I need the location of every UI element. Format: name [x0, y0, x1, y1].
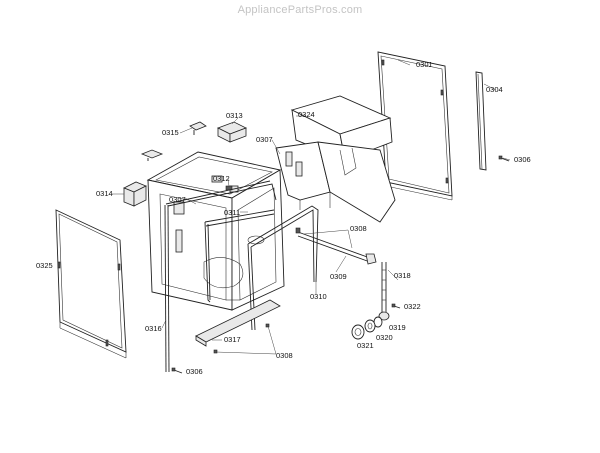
label-0307-left: 0307 [169, 195, 186, 204]
label-0301: 0301 [416, 60, 433, 69]
part-0322-screw [391, 303, 401, 309]
label-0308-top: 0308 [350, 224, 367, 233]
part-0321-washer [351, 324, 365, 340]
part-0314-latch [123, 181, 147, 207]
label-0320: 0320 [376, 333, 393, 342]
label-0308-bottom: 0308 [276, 351, 293, 360]
label-0312: 0312 [213, 174, 230, 183]
part-0313-bracket [217, 121, 247, 143]
part-0315-clip-2 [140, 149, 164, 161]
part-0318-hose [378, 262, 390, 321]
label-0318: 0318 [394, 271, 411, 280]
label-0310: 0310 [310, 292, 327, 301]
label-0313: 0313 [226, 111, 243, 120]
part-0325-side-panel [55, 209, 127, 359]
label-0304: 0304 [486, 85, 503, 94]
part-0320-washer [364, 319, 376, 333]
label-0324: 0324 [298, 110, 315, 119]
dishwasher-tub [146, 151, 285, 311]
part-0311-gasket [204, 209, 275, 303]
part-0306-screw-right [498, 155, 510, 162]
label-0307-top: 0307 [256, 135, 273, 144]
label-0316: 0316 [145, 324, 162, 333]
label-0314: 0314 [96, 189, 113, 198]
label-0315: 0315 [162, 128, 179, 137]
part-0317-rail [195, 299, 281, 354]
part-0306-screw-bottom [171, 367, 183, 374]
part-0324-cover [275, 95, 396, 223]
label-0306-right: 0306 [514, 155, 531, 164]
part-0304-strip [475, 71, 487, 171]
part-0315-clip [189, 121, 207, 135]
label-0309: 0309 [330, 272, 347, 281]
label-0321: 0321 [357, 341, 374, 350]
label-0319: 0319 [389, 323, 406, 332]
label-0322: 0322 [404, 302, 421, 311]
watermark: AppliancePartsPros.com [237, 4, 363, 16]
label-0306-bottom: 0306 [186, 367, 203, 376]
label-0311: 0311 [224, 208, 241, 217]
part-0308-rod [295, 227, 377, 265]
part-0316-gasket [164, 180, 277, 373]
label-0325: 0325 [36, 261, 53, 270]
label-0317: 0317 [224, 335, 241, 344]
leader-lines [112, 59, 511, 355]
